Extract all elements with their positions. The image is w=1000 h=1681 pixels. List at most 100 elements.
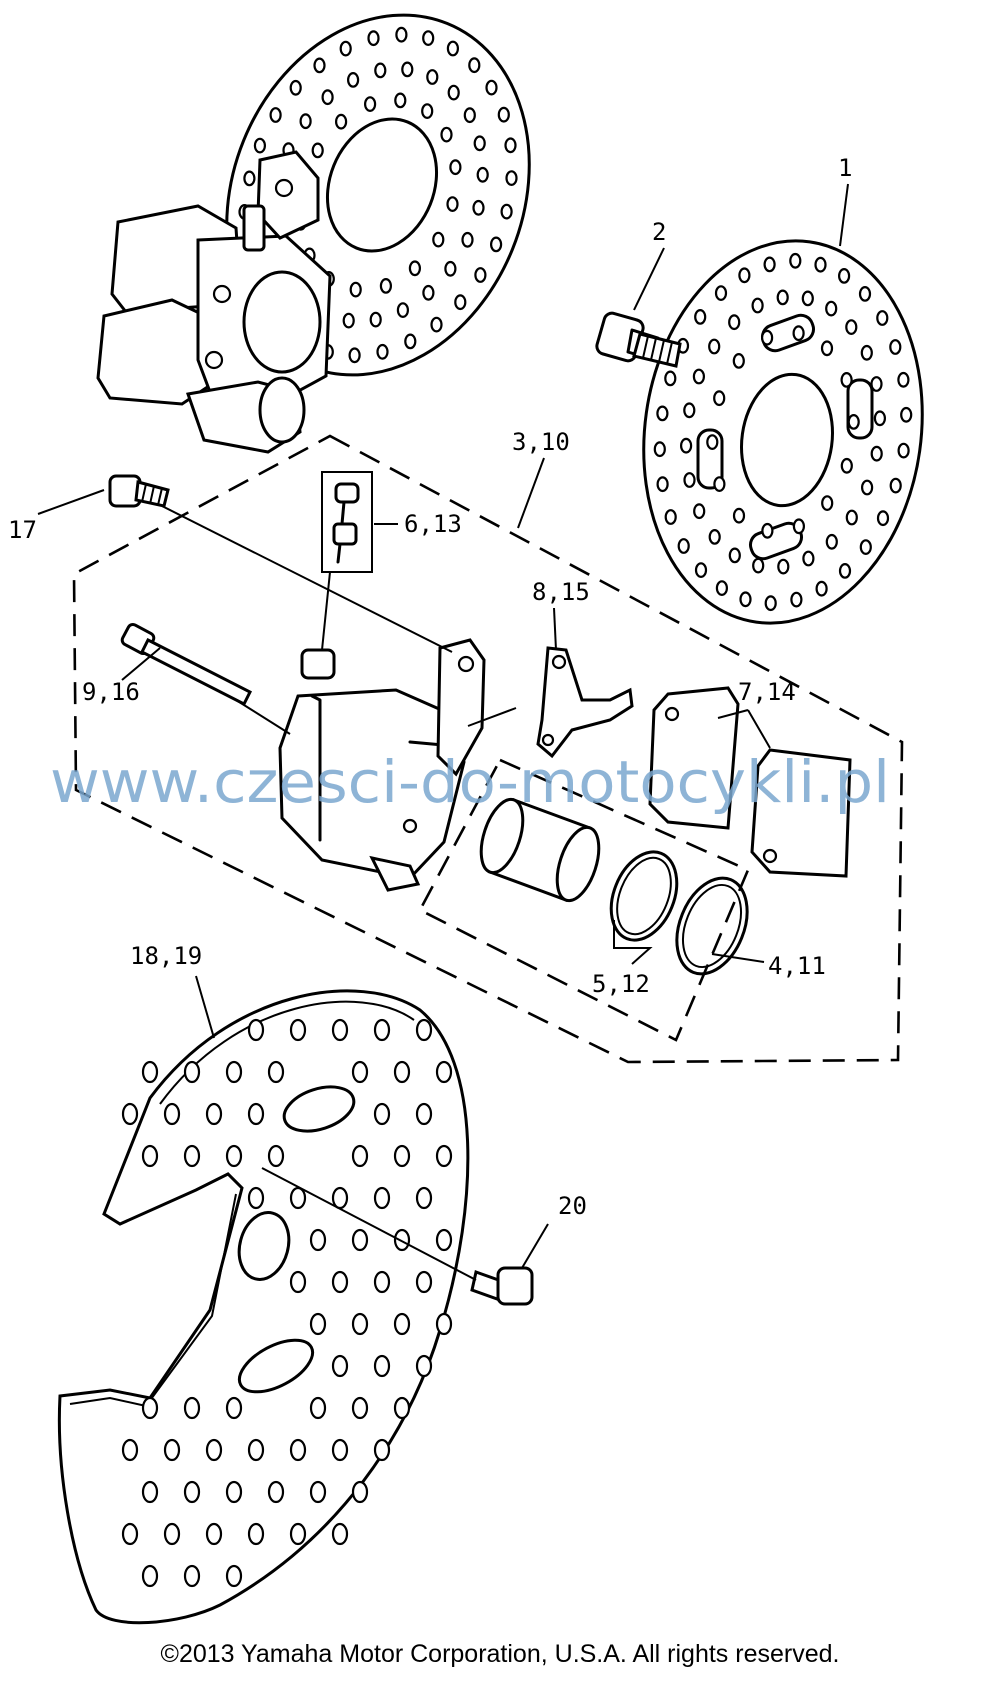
cover-hole: [331, 1522, 349, 1546]
disc-hole: [422, 30, 435, 46]
disc-hole: [713, 390, 726, 407]
cover-hole: [331, 1438, 349, 1462]
cover-hole: [373, 1102, 391, 1126]
cover-hole: [289, 1438, 307, 1462]
cover-hole: [225, 1480, 243, 1504]
cover-hole: [415, 1354, 433, 1378]
cover-hole: [351, 1060, 369, 1084]
disc-hole: [422, 284, 435, 301]
disc-hole: [870, 376, 883, 392]
disc-hole: [859, 539, 872, 555]
disc-hole: [253, 137, 266, 154]
disc-hole: [348, 347, 361, 364]
disc-hole: [764, 595, 777, 612]
label-part-2: 2: [652, 218, 666, 246]
label-part-3-10: 3,10: [512, 428, 570, 456]
cover-hole: [289, 1018, 307, 1042]
label-part-1: 1: [838, 154, 852, 182]
disc-hole: [446, 40, 459, 57]
cover-hole: [435, 1060, 453, 1084]
disc-hole: [873, 410, 887, 427]
disc-hole: [426, 69, 439, 85]
caliper-pin-part-9: [120, 622, 253, 707]
cover-hole: [121, 1522, 139, 1546]
disc-hole: [777, 558, 790, 575]
cover-hole: [205, 1438, 223, 1462]
disc-hole: [790, 591, 803, 608]
cover-hole: [309, 1228, 327, 1252]
cover-hole: [393, 1312, 411, 1336]
disc-hole: [752, 557, 765, 574]
disc-hole: [708, 529, 721, 545]
disc-hole: [838, 563, 852, 579]
disc-hole: [840, 457, 853, 474]
cover-hole: [183, 1480, 201, 1504]
cover-hole: [121, 1102, 139, 1126]
label-part-6-13: 6,13: [404, 510, 462, 538]
disc-hole: [446, 196, 459, 213]
disc-hole: [394, 92, 407, 109]
cover-hole: [205, 1102, 223, 1126]
cover-hole: [351, 1312, 369, 1336]
label-part-18-19: 18,19: [130, 942, 202, 970]
cover-hole: [225, 1396, 243, 1420]
disc-hole: [476, 166, 489, 183]
disc-hole: [497, 106, 510, 123]
cover-hole: [141, 1144, 159, 1168]
disc-hole: [847, 414, 860, 430]
cover-hole: [163, 1102, 181, 1126]
disc-hole: [677, 538, 690, 554]
screw-part-20: [470, 1266, 534, 1306]
cover-hole: [225, 1564, 243, 1588]
cover-hole: [141, 1060, 159, 1084]
disc-hole: [396, 302, 409, 319]
disc-hole: [837, 268, 851, 284]
piston-part-4: [479, 797, 601, 903]
disc-hole: [311, 142, 324, 159]
disc-hole: [313, 57, 326, 74]
piston-seal-part-5: [609, 850, 749, 976]
disc-hole: [825, 300, 838, 317]
disc-hole: [432, 231, 445, 248]
disc-hole: [876, 510, 890, 527]
disc-hole: [664, 370, 677, 387]
cover-hole: [289, 1270, 307, 1294]
disc-hole: [845, 319, 858, 336]
disc-hole: [897, 442, 910, 459]
disc-hole: [792, 518, 806, 535]
disc-hole: [802, 550, 815, 567]
cover-hole: [435, 1144, 453, 1168]
cover-hole: [373, 1354, 391, 1378]
cover-hole: [247, 1186, 265, 1210]
disc-hole: [342, 312, 355, 329]
disc-hole: [870, 445, 883, 462]
disc-hole: [728, 314, 741, 331]
disc-hole: [792, 325, 805, 342]
cover-hole: [309, 1312, 327, 1336]
watermark: www.czesci-do-motocykli.pl: [50, 748, 890, 816]
cover-hole: [331, 1018, 349, 1042]
disc-hole: [821, 495, 834, 512]
disc-hole: [679, 437, 693, 454]
disc-hole: [504, 137, 517, 154]
disc-hole: [376, 343, 389, 360]
cover-hole: [351, 1228, 369, 1252]
cover-hole: [205, 1522, 223, 1546]
cover-hole: [415, 1186, 433, 1210]
disc-hole: [889, 477, 902, 494]
bolt-part-2: [595, 311, 682, 368]
disc-hole: [473, 135, 486, 152]
disc-hole: [444, 260, 457, 277]
cover-hole: [267, 1480, 285, 1504]
copyright-notice: ©2013 Yamaha Motor Corporation, U.S.A. A…: [160, 1640, 840, 1668]
disc-hole: [374, 62, 387, 79]
cover-hole: [373, 1270, 391, 1294]
disc-hole: [468, 57, 481, 74]
cover-hole: [331, 1186, 349, 1210]
disc-hole: [653, 441, 666, 458]
cover-hole: [435, 1228, 453, 1252]
cover-hole: [267, 1060, 285, 1084]
cover-hole: [183, 1564, 201, 1588]
cover-hole: [373, 1018, 391, 1042]
disc-hole: [889, 339, 902, 355]
